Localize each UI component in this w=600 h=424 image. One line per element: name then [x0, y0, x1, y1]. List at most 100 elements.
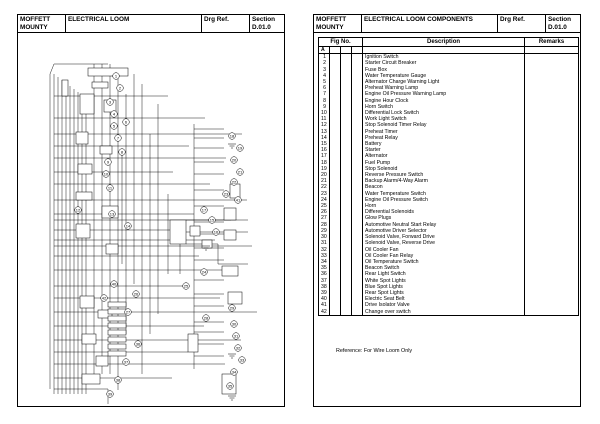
component-box: [81, 333, 97, 345]
fig-no-header: Fig No.: [317, 37, 364, 47]
remarks-cell: [524, 308, 580, 316]
drg-ref-label: Drg Ref.: [202, 15, 250, 32]
remarks-cell: [524, 203, 580, 210]
component-box: [75, 223, 91, 239]
remarks-cell: [524, 271, 580, 278]
svg-text:5: 5: [113, 124, 116, 129]
component-box: [99, 145, 113, 155]
callout-39: 39: [106, 390, 114, 398]
connector-block: [61, 79, 69, 97]
callout-37: 37: [122, 358, 130, 366]
component-description: Ignition Switch: [362, 53, 526, 61]
remarks-cell: [524, 72, 580, 80]
component-box: [223, 229, 237, 241]
fuse-cell: [107, 315, 127, 322]
section-label: Section D.01.0: [548, 16, 572, 31]
callout-38: 38: [114, 376, 122, 384]
callout-40: 40: [110, 280, 118, 288]
remarks-cell: [524, 91, 580, 98]
svg-text:25: 25: [184, 284, 189, 289]
remarks-cell: [524, 296, 580, 303]
callout-2: 2: [116, 84, 124, 92]
remarks-cell: [524, 153, 580, 160]
svg-text:4: 4: [113, 112, 116, 117]
svg-text:19: 19: [238, 146, 243, 151]
remarks-cell: [524, 209, 580, 216]
callout-11: 11: [106, 184, 114, 192]
fuse-cell: [107, 301, 127, 308]
section-label: Section D.01.0: [252, 16, 276, 31]
svg-text:27: 27: [126, 310, 131, 315]
page-header: MOFFETT MOUNTY ELECTRICAL LOOM COMPONENT…: [314, 15, 580, 33]
company-name: MOFFETT MOUNTY: [18, 15, 66, 32]
remarks-cell: [524, 252, 580, 259]
svg-text:30: 30: [232, 322, 237, 327]
callout-9: 9: [104, 158, 112, 166]
callout-31: 31: [232, 332, 240, 340]
page-header: MOFFETT MOUNTY ELECTRICAL LOOM Drg Ref. …: [18, 15, 284, 33]
svg-text:24: 24: [202, 270, 207, 275]
remarks-cell: [524, 246, 580, 253]
svg-text:23: 23: [224, 192, 229, 197]
component-box: [169, 219, 187, 245]
remarks-cell: [524, 234, 580, 241]
svg-text:9: 9: [107, 160, 110, 165]
component-box: [79, 93, 95, 115]
component-box: [75, 191, 93, 201]
component-box: [201, 239, 213, 249]
svg-text:31: 31: [234, 334, 239, 339]
remarks-cell: [524, 302, 580, 309]
svg-text:12: 12: [76, 208, 81, 213]
svg-text:26: 26: [134, 292, 139, 297]
fig-number: 42: [318, 308, 330, 316]
svg-text:36: 36: [136, 342, 141, 347]
component-box: [87, 67, 129, 77]
callout-24: 24: [200, 268, 208, 276]
remarks-cell: [524, 97, 580, 104]
wiring-diagram: 1234567891011121314151617181920212223242…: [49, 63, 257, 404]
svg-text:1: 1: [115, 74, 118, 79]
component-box: [91, 81, 109, 89]
callout-10: 10: [102, 170, 110, 178]
subsection-label: A: [318, 45, 330, 55]
callout-1: 1: [112, 72, 120, 80]
component-box: [227, 291, 243, 305]
loom-components-page: MOFFETT MOUNTY ELECTRICAL LOOM COMPONENT…: [313, 14, 581, 407]
component-box: [221, 265, 239, 277]
callout-19: 19: [236, 144, 244, 152]
svg-text:13: 13: [110, 212, 115, 217]
table-header-row: Fig No. Description Remarks: [317, 37, 580, 47]
callout-28: 28: [202, 314, 210, 322]
component-description: Change over switch: [362, 308, 526, 316]
remarks-cell: [524, 190, 580, 197]
component-box: [105, 243, 119, 255]
svg-text:21: 21: [238, 170, 243, 175]
callout-22: 22: [230, 178, 238, 186]
callout-13: 13: [108, 210, 116, 218]
callout-16: 16: [212, 228, 220, 236]
callout-5: 5: [110, 122, 118, 130]
callout-14: 14: [124, 222, 132, 230]
